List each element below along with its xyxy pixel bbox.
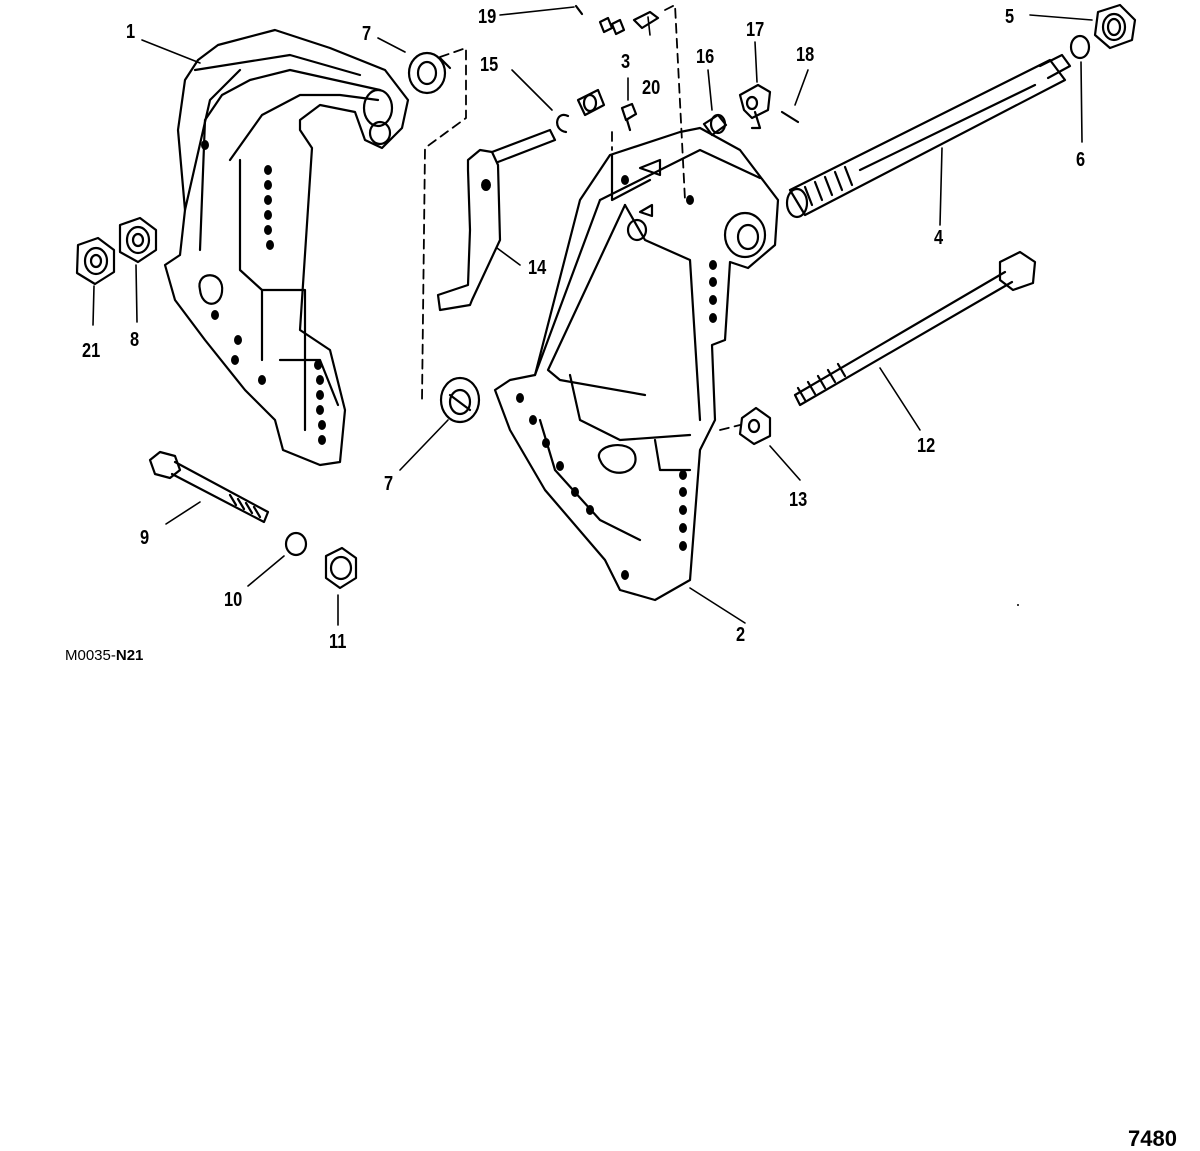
- callout-part-7-lower: 7: [384, 473, 394, 495]
- part-19-spring: [574, 4, 626, 36]
- part-12-long-bolt: [793, 250, 1037, 407]
- part-4-tilt-tube: [785, 53, 1072, 219]
- part-20-plunger-pin: [632, 10, 660, 30]
- figure-code-prefix: M0035-: [65, 647, 116, 664]
- speck: [1017, 604, 1019, 606]
- callout-part-18: 18: [796, 44, 815, 66]
- callout-part-13: 13: [789, 489, 808, 511]
- part-9-bolt: [148, 450, 270, 524]
- part-13-nut: [738, 406, 772, 446]
- callout-part-1: 1: [126, 21, 136, 43]
- callout-part-3: 3: [621, 51, 631, 73]
- callout-part-16: 16: [696, 46, 715, 68]
- callout-part-10: 10: [224, 589, 243, 611]
- part-16-bushing: [702, 113, 728, 137]
- callout-part-8: 8: [130, 329, 140, 351]
- part-3-grease-fitting: [620, 102, 638, 132]
- callout-part-7-upper: 7: [362, 23, 372, 45]
- part-10-washer: [284, 531, 308, 557]
- part-15-retaining-clip: [556, 113, 570, 134]
- callout-part-20: 20: [642, 77, 661, 99]
- part-1-transom-bracket-port: [163, 28, 410, 467]
- callout-part-5: 5: [1005, 6, 1015, 28]
- callout-part-6: 6: [1076, 149, 1086, 171]
- part-18-pin: [780, 110, 800, 124]
- part-7-tab-washer-upper: [407, 51, 452, 95]
- part-2-transom-bracket-starboard: [493, 126, 780, 602]
- callout-part-19: 19: [478, 6, 497, 28]
- leader-lines: [92, 6, 1093, 626]
- part-8-nut: [118, 216, 158, 264]
- barrel-fitting: [576, 88, 606, 117]
- callout-part-17: 17: [746, 19, 765, 41]
- part-14-tilt-lock-lever: [436, 128, 557, 312]
- part-7-tab-washer-lower: [439, 376, 481, 424]
- figure-code-suffix: N21: [115, 647, 144, 664]
- callout-part-4: 4: [934, 227, 944, 249]
- part-5-nut: [1093, 3, 1137, 50]
- figure-code: M0035-N21: [65, 648, 143, 663]
- callout-part-11: 11: [329, 631, 347, 653]
- part-21-nut: [75, 236, 116, 286]
- callout-part-2: 2: [736, 624, 746, 646]
- callout-part-15: 15: [480, 54, 499, 76]
- alignment-lines: [421, 4, 741, 431]
- callout-part-21: 21: [82, 340, 101, 362]
- callout-part-14: 14: [528, 257, 547, 279]
- part-17-tilt-lock-cam: [738, 83, 772, 130]
- callout-part-12: 12: [917, 435, 936, 457]
- sheet-number: 7480: [1128, 1126, 1177, 1151]
- callout-part-9: 9: [140, 527, 150, 549]
- part-6-washer: [1069, 34, 1091, 60]
- part-11-nut: [324, 546, 358, 590]
